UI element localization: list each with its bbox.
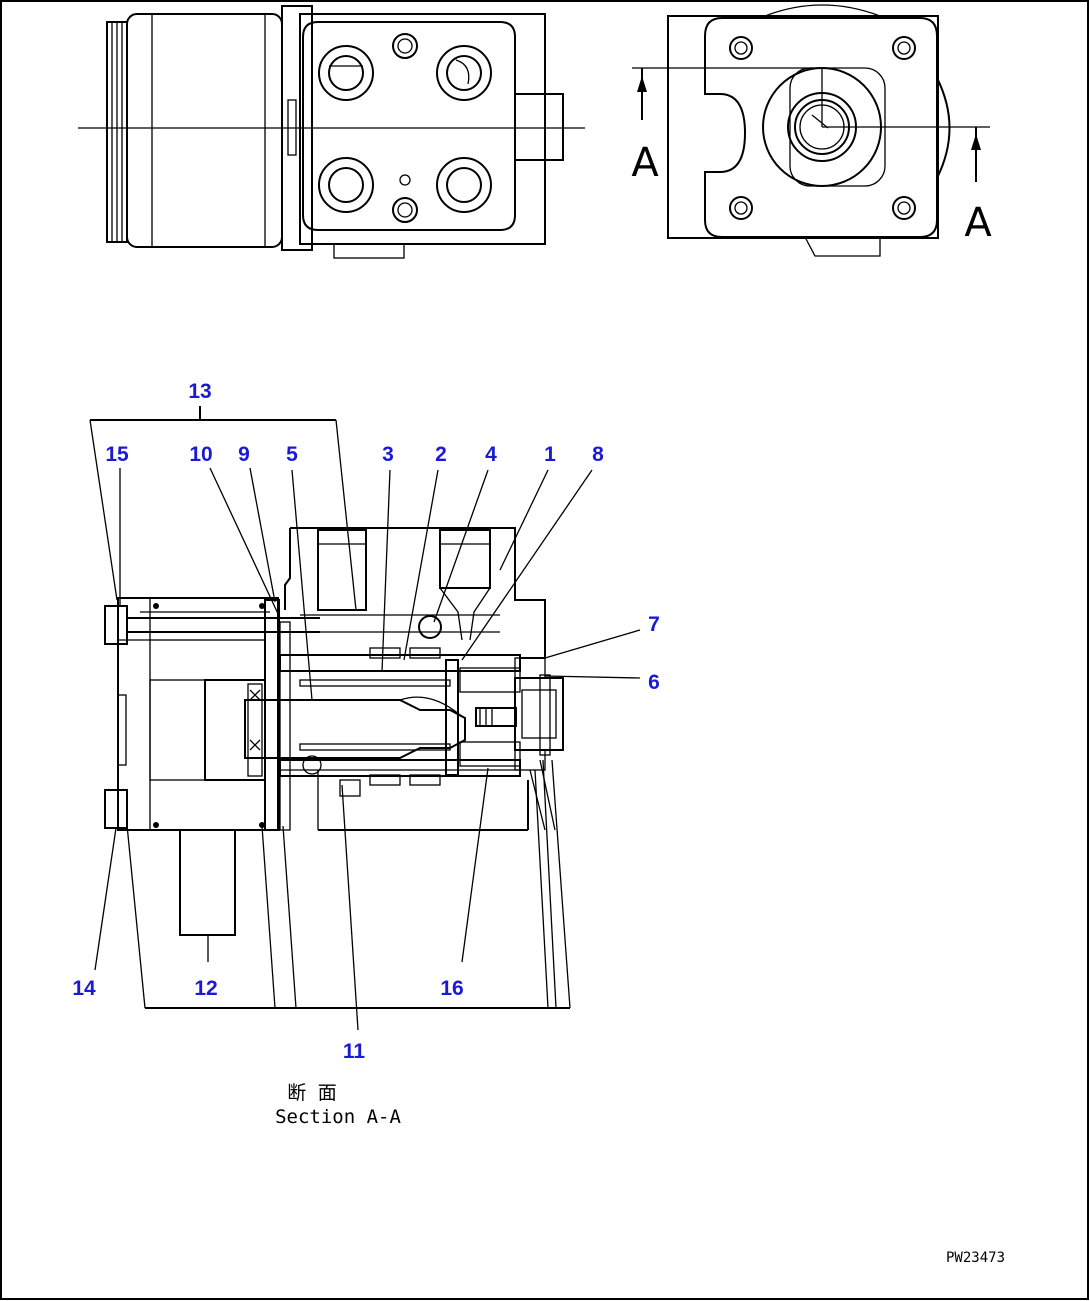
callout-15: 15 xyxy=(105,443,129,466)
section-arrow-right xyxy=(971,134,981,150)
end-view: A A xyxy=(631,4,992,257)
callout-9: 9 xyxy=(238,443,250,466)
drawing-code: PW23473 xyxy=(946,1250,1005,1266)
callout-16: 16 xyxy=(440,977,463,1000)
bolt-top xyxy=(104,605,128,645)
callout-4: 4 xyxy=(485,443,497,466)
callout-11: 11 xyxy=(343,1040,366,1063)
callout-14: 14 xyxy=(72,977,96,1000)
section-arrow-left xyxy=(637,76,647,92)
callout-3: 3 xyxy=(382,443,394,466)
leader-lines xyxy=(89,406,641,1031)
bolt-bottom xyxy=(104,789,128,829)
callout-12: 12 xyxy=(194,977,217,1000)
section-caption-japanese: 断 面 xyxy=(287,1082,336,1104)
callout-10: 10 xyxy=(189,443,212,466)
callout-7: 7 xyxy=(648,613,660,636)
section-marker-left: A xyxy=(631,140,659,186)
section-view xyxy=(104,527,564,936)
callout-13: 13 xyxy=(188,380,211,403)
section-caption: Section A-A xyxy=(275,1106,401,1128)
callout-6: 6 xyxy=(648,671,660,694)
callout-labels: 13 15 10 9 5 3 2 4 1 8 7 6 14 12 16 11 xyxy=(72,380,660,1063)
callout-5: 5 xyxy=(286,443,298,466)
side-view xyxy=(78,5,585,259)
callout-2: 2 xyxy=(435,443,447,466)
callout-8: 8 xyxy=(592,443,604,466)
section-marker-right: A xyxy=(964,200,992,246)
callout-1: 1 xyxy=(544,443,556,466)
